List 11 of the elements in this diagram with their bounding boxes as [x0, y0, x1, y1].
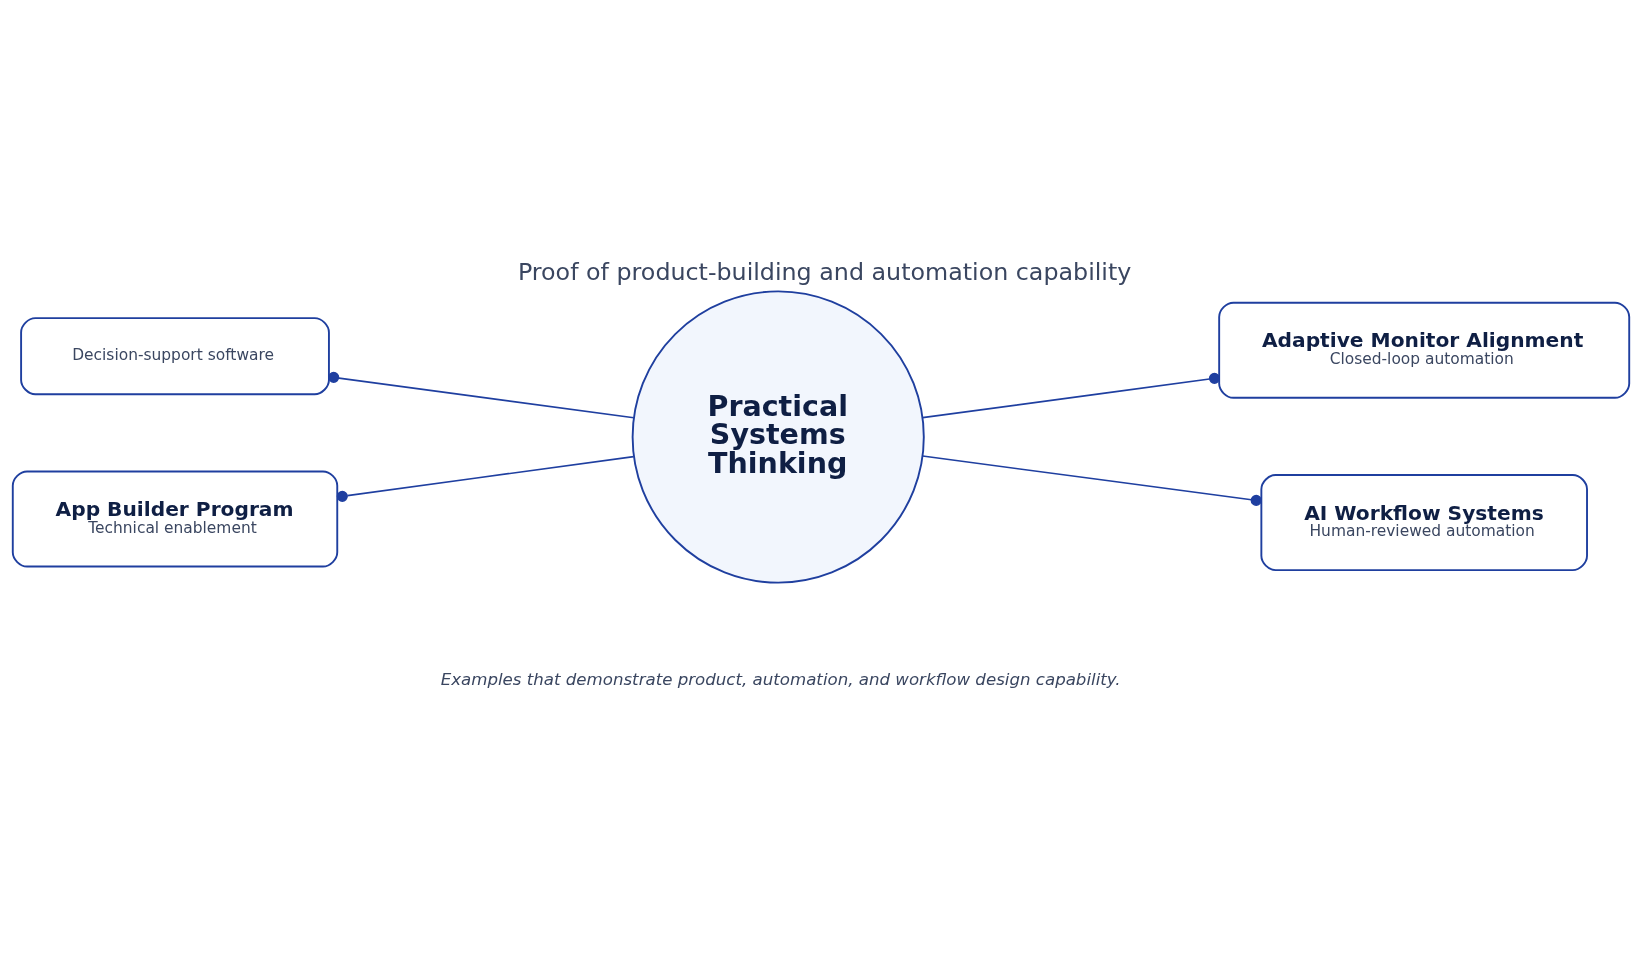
- diagram-title: Proof of product-building and automation capability: [517, 257, 1132, 286]
- node-box: App Builder Program Technical enablement: [11, 470, 339, 567]
- node-box: Adaptive Monitor Alignment Closed-loop automation: [1218, 301, 1631, 399]
- connector: [336, 455, 635, 502]
- connector: [921, 454, 1262, 506]
- connector: [921, 372, 1221, 419]
- node-box: Decision-support software: [20, 316, 330, 395]
- node-circle: Practical Systems Thinking: [631, 289, 925, 584]
- caption: Examples that demonstrate product, automation, and workflow design capability.: [440, 669, 1121, 689]
- node-box: AI Workflow Systems Human-reviewed automation: [1260, 473, 1588, 571]
- connector: [328, 371, 635, 419]
